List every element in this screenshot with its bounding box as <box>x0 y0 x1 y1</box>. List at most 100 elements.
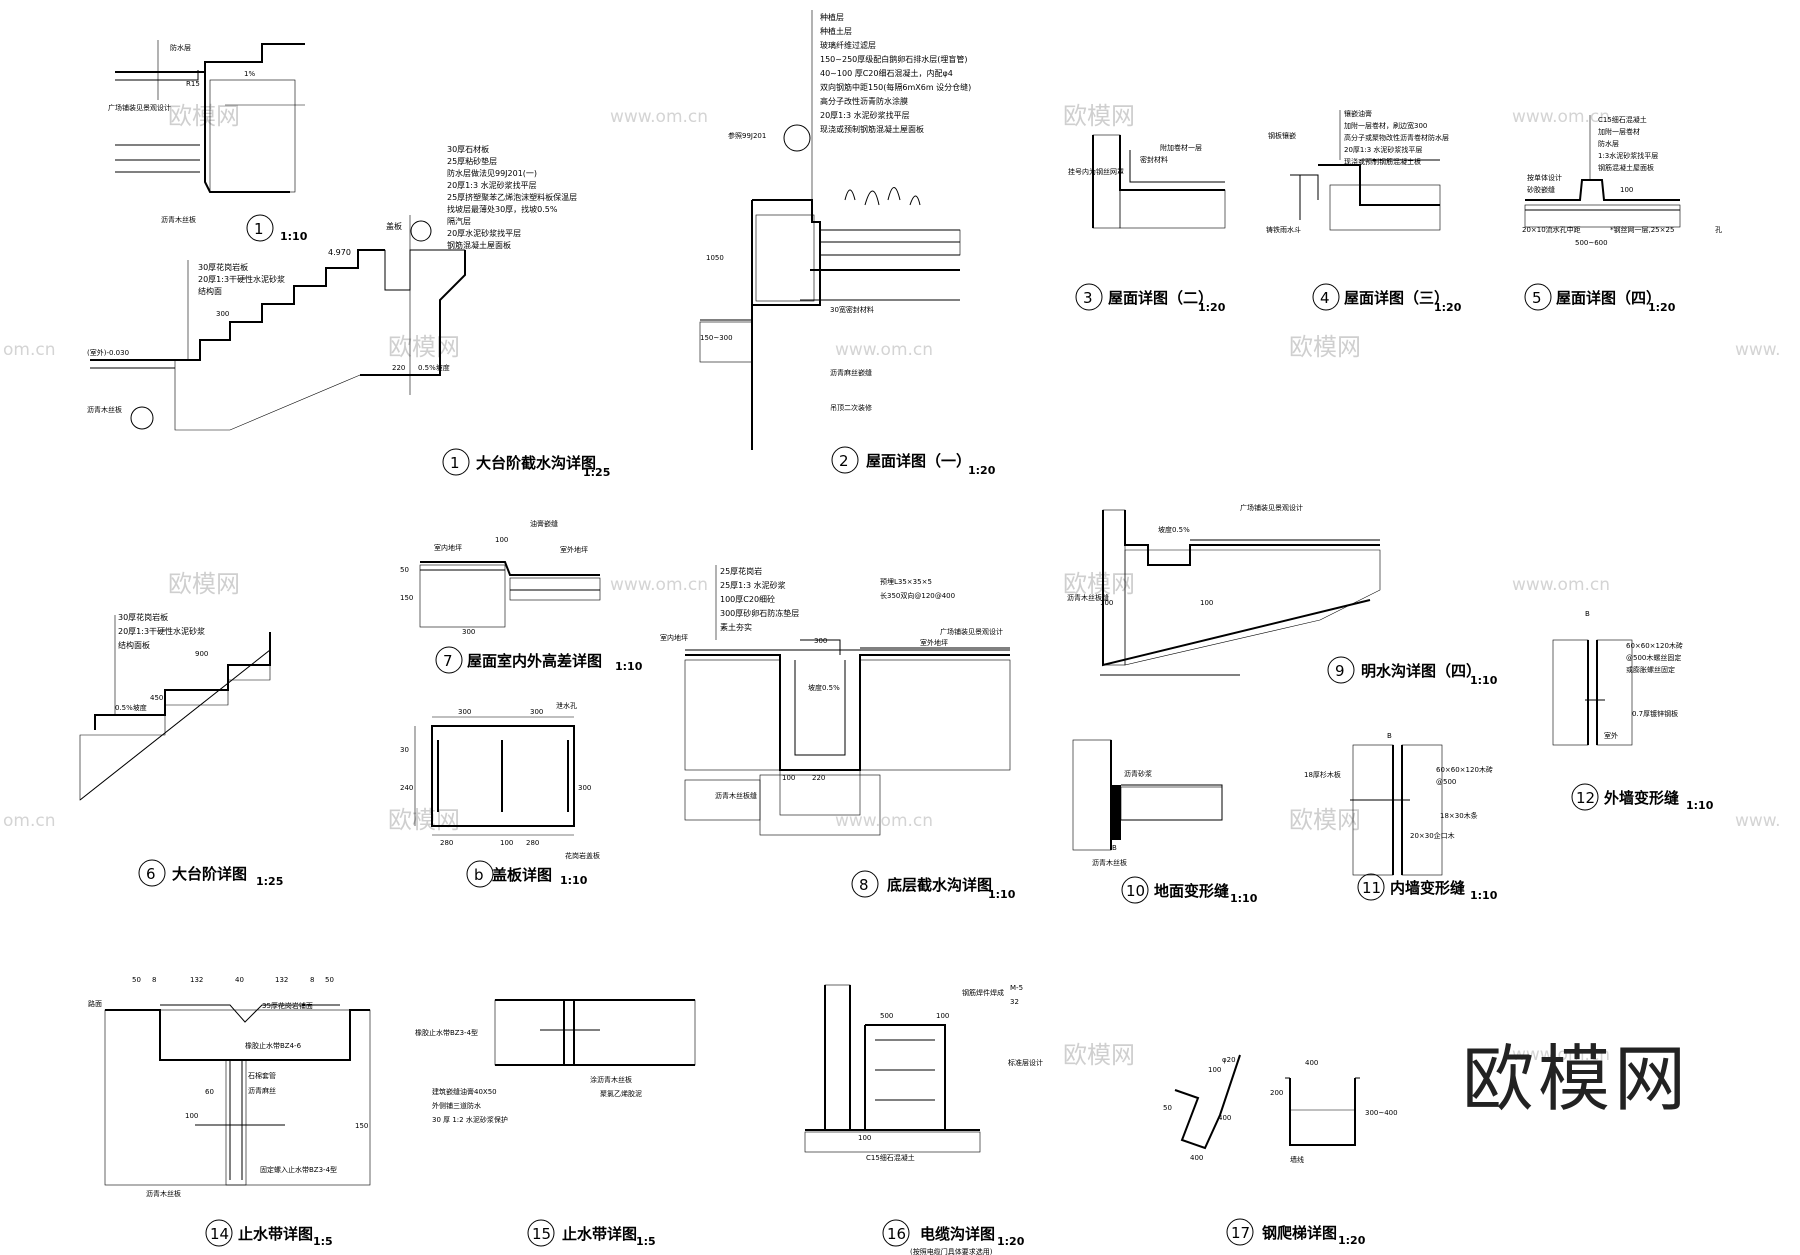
svg-text:沥青木丝板: 沥青木丝板 <box>1092 858 1127 867</box>
svg-text:沥青木丝板: 沥青木丝板 <box>87 405 122 414</box>
svg-text:@500: @500 <box>1436 778 1456 786</box>
svg-text:建筑嵌缝油膏40X50: 建筑嵌缝油膏40X50 <box>432 1087 497 1096</box>
svg-text:种植层: 种植层 <box>820 12 844 22</box>
svg-text:www.: www. <box>1735 340 1781 360</box>
svg-text:盖板: 盖板 <box>386 221 402 231</box>
svg-text:1:10: 1:10 <box>988 888 1016 901</box>
svg-text:广场铺装见景观设计: 广场铺装见景观设计 <box>940 627 1003 636</box>
svg-text:吊顶二次装修: 吊顶二次装修 <box>830 403 872 412</box>
svg-text:25厚挤塑聚苯乙烯泡沫塑料板保温层: 25厚挤塑聚苯乙烯泡沫塑料板保温层 <box>447 192 577 202</box>
svg-text:30 厚 1:2 水泥砂浆保护: 30 厚 1:2 水泥砂浆保护 <box>432 1115 508 1124</box>
svg-text:1:10: 1:10 <box>1470 674 1498 687</box>
svg-text:孔: 孔 <box>1715 226 1722 234</box>
svg-text:30厚花岗岩板: 30厚花岗岩板 <box>118 612 168 622</box>
svg-text:欧模网: 欧模网 <box>388 333 460 361</box>
svg-text:100: 100 <box>1620 186 1633 194</box>
detail-12-exterior-joint: B 60×60×120木砖 @500木螺丝固定 或膨胀螺丝固定 0.7厚镀锌钢板… <box>1552 610 1714 812</box>
detail-9-number: 9 <box>1335 662 1345 680</box>
svg-text:om.cn: om.cn <box>3 811 56 831</box>
svg-text:30厚石材板: 30厚石材板 <box>447 144 489 154</box>
svg-text:20厚1:3干硬性水泥砂浆: 20厚1:3干硬性水泥砂浆 <box>118 626 205 636</box>
svg-text:欧模网: 欧模网 <box>1063 102 1135 130</box>
svg-text:25厚粘砂垫层: 25厚粘砂垫层 <box>447 156 497 166</box>
svg-text:预埋L35×35×5: 预埋L35×35×5 <box>880 577 932 586</box>
svg-text:室内地坪: 室内地坪 <box>660 633 688 642</box>
detail-2-title: 屋面详图（一） <box>866 452 971 470</box>
svg-text:4.970: 4.970 <box>328 248 351 257</box>
svg-text:300~400: 300~400 <box>1365 1109 1398 1117</box>
detail-16-title: 电缆沟详图 <box>920 1225 995 1243</box>
detail-14-title: 止水带详图 <box>238 1225 313 1243</box>
detail-15-waterstop: 橡胶止水带BZ3-4型 涂沥青木丝板 聚氯乙烯胶泥 建筑嵌缝油膏40X50 外侧… <box>415 999 696 1248</box>
svg-text:500: 500 <box>880 1012 893 1020</box>
svg-text:8: 8 <box>152 976 156 984</box>
svg-text:60×60×120木砖: 60×60×120木砖 <box>1626 641 1683 650</box>
detail-3-title: 屋面详图（二） <box>1108 289 1213 307</box>
svg-text:结构面板: 结构面板 <box>118 640 150 650</box>
detail-1-number: 1 <box>450 454 460 472</box>
svg-text:50: 50 <box>1163 1104 1172 1112</box>
svg-text:www.om.cn: www.om.cn <box>610 575 708 595</box>
svg-text:30厚花岗岩板: 30厚花岗岩板 <box>198 262 248 272</box>
detail-11-interior-joint: B 18厚杉木板 60×60×120木砖 @500 18×30木条 20×30企… <box>1304 732 1498 902</box>
detail-17-title: 钢爬梯详图 <box>1262 1224 1337 1242</box>
svg-text:1:10: 1:10 <box>1470 889 1498 902</box>
detail-12-number: 12 <box>1576 789 1595 807</box>
detail-1-small: 防水层 1% 广场铺装见景观设计 沥青木丝板 R15 1 1:10 <box>108 40 308 243</box>
svg-text:20×10流水孔中距: 20×10流水孔中距 <box>1522 225 1581 234</box>
detail-3-number: 3 <box>1083 289 1093 307</box>
svg-text:300: 300 <box>578 784 591 792</box>
svg-text:室外地坪: 室外地坪 <box>560 545 588 554</box>
svg-text:铸铁雨水斗: 铸铁雨水斗 <box>1266 225 1301 234</box>
svg-text:220: 220 <box>812 774 825 782</box>
detail-1-stair-drain: 30厚石材板 25厚粘砂垫层 防水层做法见99J201(一) 20厚1:3 水泥… <box>87 144 610 479</box>
detail-6-number: 6 <box>146 865 156 883</box>
svg-text:1:10: 1:10 <box>280 230 308 243</box>
svg-text:900: 900 <box>195 650 208 658</box>
svg-text:沥青木丝板缝: 沥青木丝板缝 <box>1067 593 1109 602</box>
svg-text:60×60×120木砖: 60×60×120木砖 <box>1436 765 1493 774</box>
detail-14-number: 14 <box>210 1225 229 1243</box>
svg-text:附加卷材一层: 附加卷材一层 <box>1160 143 1202 152</box>
svg-text:100: 100 <box>1100 599 1113 607</box>
svg-text:1:25: 1:25 <box>583 466 610 479</box>
svg-text:钢筋焊件焊成: 钢筋焊件焊成 <box>962 988 1004 997</box>
svg-text:18×30木条: 18×30木条 <box>1440 811 1478 820</box>
svg-text:8: 8 <box>310 976 314 984</box>
svg-text:1:25: 1:25 <box>256 875 283 888</box>
svg-text:300: 300 <box>814 637 827 645</box>
svg-text:500~600: 500~600 <box>1575 239 1608 247</box>
svg-text:200: 200 <box>1270 1089 1283 1097</box>
svg-text:100: 100 <box>858 1134 871 1142</box>
svg-text:40: 40 <box>235 976 244 984</box>
watermark-url: www.om.cn <box>610 107 708 127</box>
svg-text:www.om.cn: www.om.cn <box>835 340 933 360</box>
svg-text:www.om.cn: www.om.cn <box>835 811 933 831</box>
detail-4-number: 4 <box>1320 289 1330 307</box>
svg-text:欧模网: 欧模网 <box>1063 1041 1135 1069</box>
svg-text:50: 50 <box>400 566 409 574</box>
svg-text:100厚C20细砼: 100厚C20细砼 <box>720 594 775 604</box>
svg-text:高分子改性沥青防水涂膜: 高分子改性沥青防水涂膜 <box>820 96 908 106</box>
svg-text:R15: R15 <box>186 80 200 88</box>
svg-text:石棉套管: 石棉套管 <box>248 1071 276 1080</box>
svg-text:20厚1:3 水泥砂浆找平层: 20厚1:3 水泥砂浆找平层 <box>1344 145 1422 154</box>
svg-text:按单体设计: 按单体设计 <box>1527 173 1562 182</box>
detail-9-open-drain: 坡度0.5% 广场铺装见景观设计 沥青木丝板缝 100 100 9 明水沟详图（… <box>1067 503 1498 687</box>
svg-text:室外: 室外 <box>1604 731 1618 740</box>
watermark-layer: 欧模网 欧模网 欧模网 欧模网 欧模网 欧模网 欧模网 欧模网 欧模网 www.… <box>3 102 1781 1069</box>
detail-7-title: 屋面室内外高差详图 <box>467 652 602 670</box>
svg-text:www.om.cn: www.om.cn <box>1512 575 1610 595</box>
svg-text:标准层设计: 标准层设计 <box>1008 1058 1043 1067</box>
svg-text:150: 150 <box>355 1122 368 1130</box>
svg-text:沥青木丝板: 沥青木丝板 <box>146 1189 181 1198</box>
svg-text:结构面: 结构面 <box>198 286 222 296</box>
svg-text:150: 150 <box>400 594 413 602</box>
svg-text:路面: 路面 <box>88 999 102 1008</box>
detail-5-number: 5 <box>1532 289 1542 307</box>
detail-14-waterstop: 50 8 132 40 132 8 50 路面 35厚花岗岩铺面 橡胶止水带BZ… <box>88 976 371 1248</box>
svg-text:132: 132 <box>190 976 203 984</box>
svg-text:50: 50 <box>325 976 334 984</box>
svg-text:隔汽层: 隔汽层 <box>447 216 471 226</box>
